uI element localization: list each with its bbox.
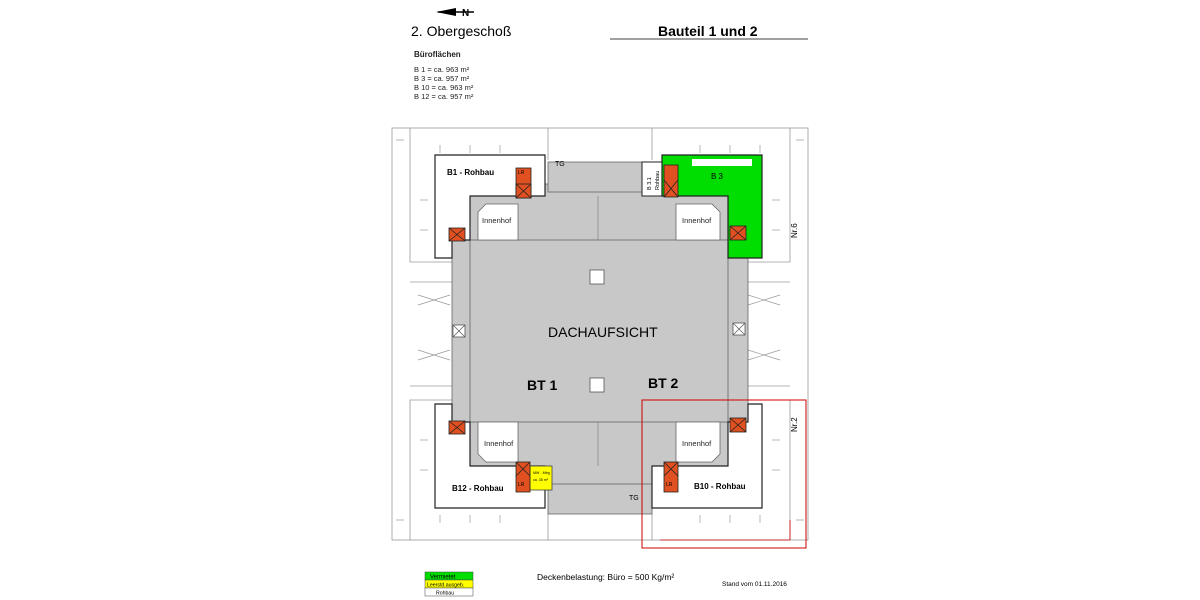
lr-label: LR [518, 170, 525, 176]
side-stairs [417, 294, 781, 361]
floor-title: 2. Obergeschoß [411, 23, 511, 39]
legend-rented: Vermietet [430, 575, 456, 581]
area-item: B 10 = ca. 963 m² [414, 83, 474, 92]
courtyard-label: Innenhof [484, 439, 514, 448]
marked-area-outline [641, 399, 807, 549]
lr-label: LR [666, 482, 673, 488]
unit-b3-1-label: B 3.1 [647, 177, 653, 190]
north-arrow: N [436, 8, 474, 19]
areas-list: B 1 = ca. 963 m² B 3 = ca. 957 m² B 10 =… [414, 65, 474, 101]
site-ticks [420, 145, 780, 523]
unit-b12-label: B12 - Rohbau [452, 484, 504, 493]
unit-b1-label: B1 - Rohbau [447, 168, 494, 177]
roof-top-connector [547, 161, 653, 193]
bt1-label: BT 1 [527, 377, 558, 393]
legend-vacant: Leerstd.ausgeb. [427, 583, 464, 589]
tg-label-bottom: TG [629, 495, 639, 502]
vacant-space-line1: MW - Mtrg [533, 471, 550, 475]
courtyard-label: Innenhof [682, 439, 712, 448]
legend: Vermietet Leerstd.ausgeb. Rohbau [424, 571, 474, 597]
building-parts-title: Bauteil 1 und 2 [658, 23, 758, 39]
areas-heading: Büroflächen [414, 50, 461, 59]
marked-area-inner-line [660, 520, 791, 541]
area-item: B 1 = ca. 963 m² [414, 65, 470, 74]
street-number-6: Nr.6 [790, 223, 799, 238]
risers [448, 164, 747, 493]
legend-shell: Rohbau [436, 591, 454, 597]
courtyard-label: Innenhof [482, 216, 512, 225]
street-number-2: Nr.2 [790, 417, 799, 432]
roof-label: DACHAUFSICHT [548, 324, 658, 340]
plan-date: Stand vom 01.11.2016 [722, 581, 787, 588]
unit-b3-redaction [692, 159, 752, 166]
tg-label-top: TG [555, 161, 565, 168]
roof-hatches [452, 269, 746, 393]
lr-label: LR [518, 482, 525, 488]
roof-bottom-connector [547, 483, 653, 515]
north-label: N [462, 8, 469, 19]
floor-load: Deckenbelastung: Büro = 500 Kg/m² [537, 572, 674, 582]
vacant-space-line2: ca. 35 m² [533, 478, 549, 482]
area-item: B 12 = ca. 957 m² [414, 92, 474, 101]
courtyards: Innenhof Innenhof Innenhof Innenhof [477, 203, 721, 463]
unit-b3-1-rohbau: Rohbau [655, 171, 661, 190]
area-item: B 3 = ca. 957 m² [414, 74, 470, 83]
unit-b3-label: B 3 [711, 172, 724, 181]
site-lines [391, 127, 809, 541]
unit-b10-label: B10 - Rohbau [694, 482, 746, 491]
bt2-label: BT 2 [648, 375, 679, 391]
courtyard-label: Innenhof [682, 216, 712, 225]
